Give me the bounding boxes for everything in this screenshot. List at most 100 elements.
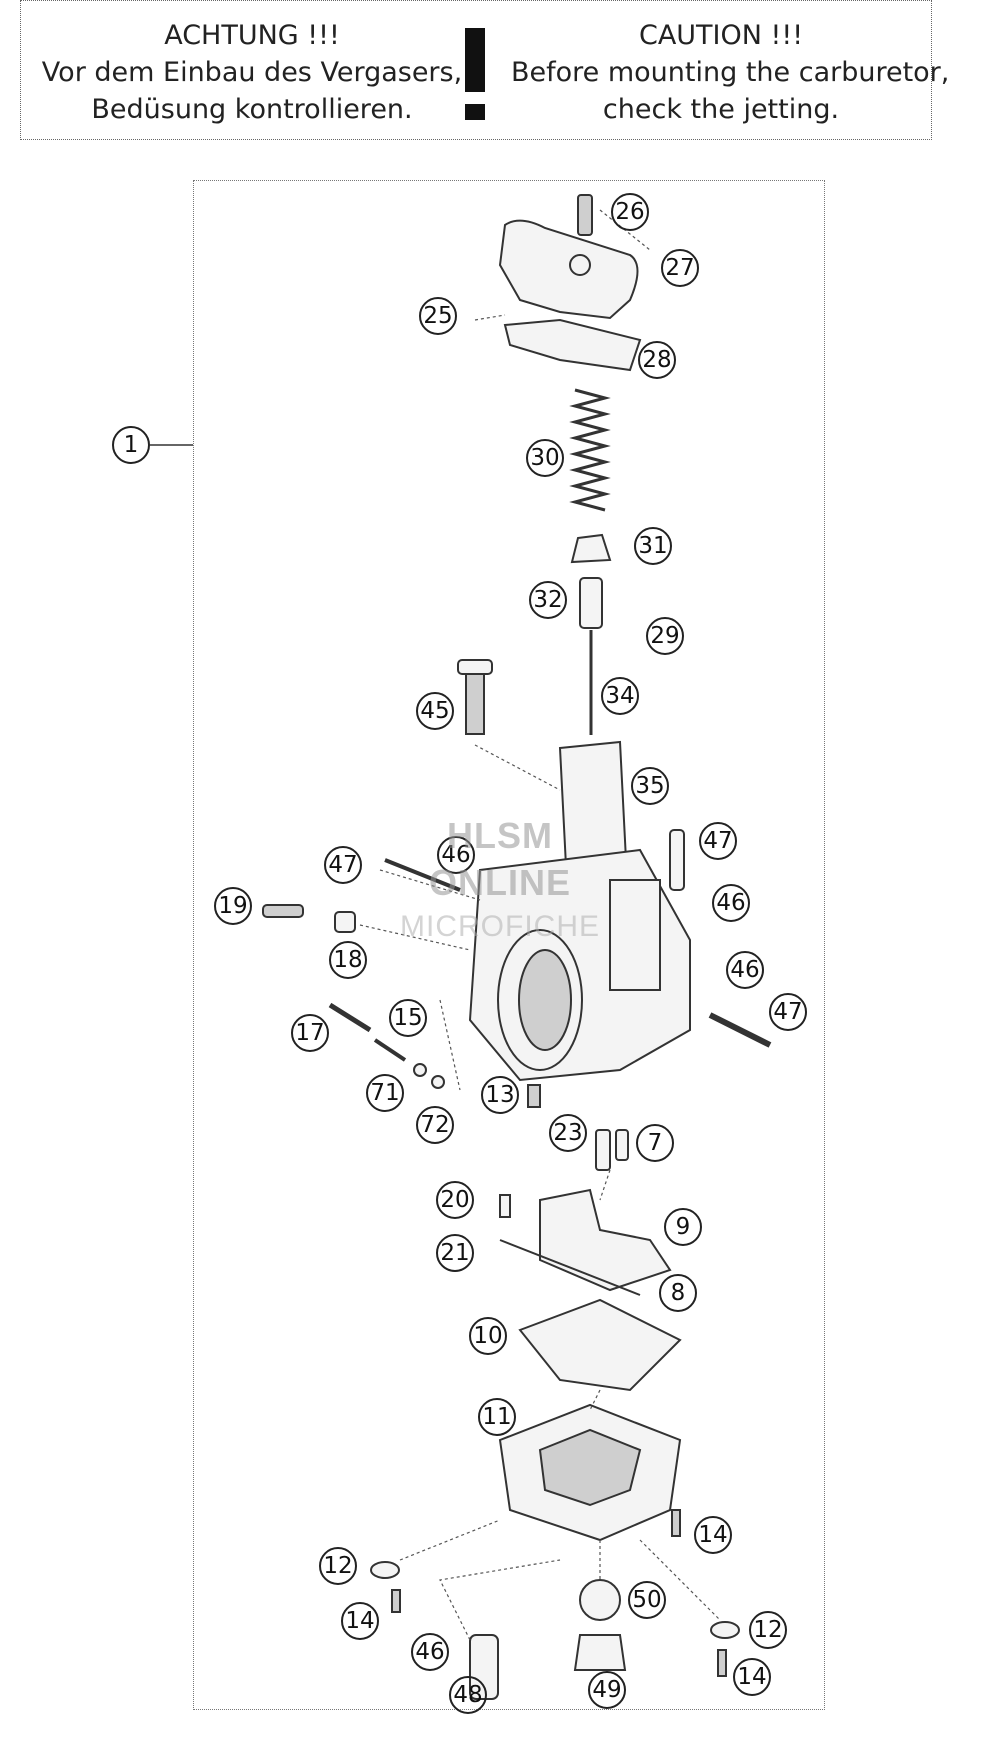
spring-part bbox=[569, 388, 611, 512]
watermark-line2: ONLINE bbox=[428, 862, 571, 903]
leader-18 bbox=[359, 924, 471, 951]
svg-text:47: 47 bbox=[703, 828, 732, 854]
air-screw-part bbox=[457, 659, 493, 735]
warning-german-title: ACHTUNG !!! bbox=[164, 20, 340, 51]
hose-48-part bbox=[469, 1634, 499, 1700]
washer-71-part bbox=[413, 1063, 427, 1077]
svg-text:12: 12 bbox=[753, 1617, 782, 1643]
exclamation-icon bbox=[465, 28, 485, 92]
callout-72: 72 bbox=[416, 1106, 454, 1144]
warning-banner: ACHTUNG !!! Vor dem Einbau des Vergasers… bbox=[20, 0, 949, 140]
svg-text:45: 45 bbox=[420, 698, 449, 724]
callout-27: 27 bbox=[661, 249, 699, 287]
clip-12a-part bbox=[370, 1561, 400, 1579]
svg-text:47: 47 bbox=[773, 999, 802, 1025]
pin-47-part bbox=[384, 858, 461, 892]
svg-text:35: 35 bbox=[635, 773, 664, 799]
svg-text:10: 10 bbox=[473, 1323, 502, 1349]
cap-part bbox=[570, 533, 612, 564]
screw-14a-part bbox=[391, 1589, 401, 1613]
spring-18-part bbox=[334, 911, 356, 933]
svg-text:46: 46 bbox=[415, 1639, 444, 1665]
callout-30: 30 bbox=[526, 439, 564, 477]
callout-14c: 14 bbox=[733, 1658, 771, 1696]
leader-45 bbox=[474, 744, 561, 791]
warning-german-line2: Bedüsung kontrollieren. bbox=[91, 94, 413, 125]
svg-text:14: 14 bbox=[737, 1664, 766, 1690]
top-cover-part bbox=[498, 194, 642, 372]
jet-20-part bbox=[499, 1194, 511, 1218]
leader-12b bbox=[639, 1539, 721, 1621]
leader-10 bbox=[589, 1389, 601, 1411]
callout-47b: 47 bbox=[699, 822, 737, 860]
callout-7: 7 bbox=[636, 1124, 674, 1162]
svg-text:14: 14 bbox=[345, 1608, 374, 1634]
callout-14b: 14 bbox=[341, 1602, 379, 1640]
callout-32: 32 bbox=[529, 581, 567, 619]
jet-7-part bbox=[615, 1129, 629, 1161]
float-bowl-part bbox=[498, 1403, 682, 1542]
svg-text:25: 25 bbox=[423, 303, 452, 329]
clip-12b-part bbox=[710, 1621, 740, 1639]
jet-23-part bbox=[595, 1129, 611, 1171]
screw-14c-part bbox=[671, 1509, 681, 1537]
svg-text:32: 32 bbox=[533, 587, 562, 613]
svg-text:20: 20 bbox=[440, 1187, 469, 1213]
callout-12a: 12 bbox=[319, 1547, 357, 1585]
callout-48: 48 bbox=[449, 1676, 487, 1714]
leader-15 bbox=[439, 999, 461, 1091]
callout-46b: 46 bbox=[712, 884, 750, 922]
svg-text:48: 48 bbox=[453, 1682, 482, 1708]
svg-text:30: 30 bbox=[530, 445, 559, 471]
drain-plug-part bbox=[573, 1634, 627, 1671]
svg-text:47: 47 bbox=[328, 852, 357, 878]
callout-46a: 46 bbox=[437, 836, 475, 874]
callout-9: 9 bbox=[664, 1208, 702, 1246]
watermark-line1: HLSM bbox=[447, 815, 553, 856]
svg-text:8: 8 bbox=[671, 1280, 686, 1306]
svg-text:7: 7 bbox=[648, 1130, 663, 1156]
leader-48 bbox=[439, 1559, 561, 1641]
carburetor-body-part bbox=[468, 848, 691, 1082]
callout-46d: 46 bbox=[411, 1633, 449, 1671]
warning-german: ACHTUNG !!! Vor dem Einbau des Vergasers… bbox=[21, 17, 483, 128]
svg-text:29: 29 bbox=[650, 623, 679, 649]
svg-text:21: 21 bbox=[440, 1240, 469, 1266]
callout-46c: 46 bbox=[726, 951, 764, 989]
callout-47c: 47 bbox=[769, 993, 807, 1031]
svg-text:71: 71 bbox=[370, 1080, 399, 1106]
callout-45: 45 bbox=[416, 692, 454, 730]
callout-28: 28 bbox=[638, 341, 676, 379]
oring-72-part bbox=[431, 1075, 445, 1089]
gasket-part bbox=[518, 1298, 682, 1392]
hose-47-part bbox=[669, 829, 685, 891]
callout-50: 50 bbox=[628, 1581, 666, 1619]
svg-text:1: 1 bbox=[124, 432, 139, 458]
screw-14b-part bbox=[717, 1649, 727, 1677]
svg-text:9: 9 bbox=[676, 1214, 691, 1240]
svg-text:15: 15 bbox=[393, 1005, 422, 1031]
callout-71: 71 bbox=[366, 1074, 404, 1112]
callout-21: 21 bbox=[436, 1234, 474, 1272]
callout-31: 31 bbox=[634, 527, 672, 565]
callout-23: 23 bbox=[549, 1114, 587, 1152]
exclamation-dot-icon bbox=[465, 104, 485, 120]
jet-13-part bbox=[527, 1084, 541, 1108]
svg-text:28: 28 bbox=[642, 347, 671, 373]
callout-1: 1 bbox=[112, 426, 150, 464]
svg-text:46: 46 bbox=[716, 890, 745, 916]
callout-35: 35 bbox=[631, 767, 669, 805]
svg-text:14: 14 bbox=[698, 1522, 727, 1548]
svg-text:27: 27 bbox=[665, 255, 694, 281]
callout-8: 8 bbox=[659, 1274, 697, 1312]
warning-english-title: CAUTION !!! bbox=[638, 20, 804, 51]
callout-18: 18 bbox=[329, 941, 367, 979]
svg-text:50: 50 bbox=[632, 1587, 661, 1613]
svg-text:17: 17 bbox=[295, 1020, 324, 1046]
callout-15: 15 bbox=[389, 999, 427, 1037]
svg-text:26: 26 bbox=[615, 199, 644, 225]
callout-11: 11 bbox=[478, 1398, 516, 1436]
svg-text:12: 12 bbox=[323, 1553, 352, 1579]
screw-17-part bbox=[328, 1002, 372, 1033]
callout-29: 29 bbox=[646, 617, 684, 655]
